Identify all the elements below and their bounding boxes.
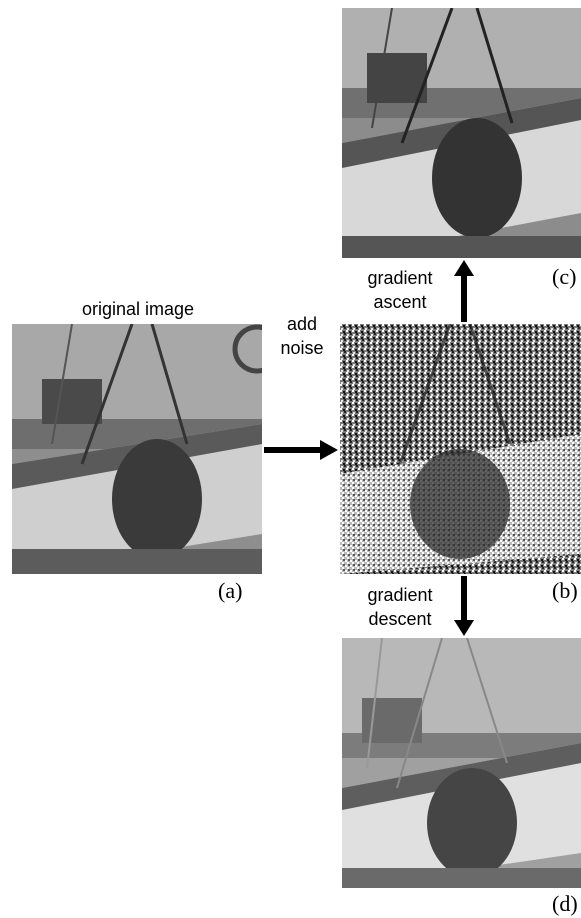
- down-arrow-icon: [454, 576, 474, 636]
- gradient-descent-image: [342, 638, 581, 888]
- caption-c: (c): [552, 264, 577, 289]
- gradient-ascent-line-2: ascent: [373, 292, 427, 312]
- add-noise-line-1: add: [286, 314, 318, 334]
- add-noise-line-2: noise: [280, 338, 324, 358]
- gradient-descent-label: gradient descent: [355, 583, 445, 631]
- caption-a: (a): [218, 578, 243, 603]
- noisy-image: [340, 324, 581, 574]
- gradient-descent-line-2: descent: [368, 609, 432, 629]
- caption-b: (b): [552, 578, 578, 603]
- caption-d: (d): [552, 891, 578, 916]
- gradient-ascent-image: [342, 8, 581, 258]
- up-arrow-icon: [454, 260, 474, 322]
- gradient-ascent-line-1: gradient: [367, 268, 433, 288]
- original-image-label: original image: [81, 299, 195, 319]
- right-arrow-icon: [264, 440, 338, 460]
- add-noise-label: add noise: [272, 312, 332, 360]
- original-image: [12, 324, 262, 574]
- gradient-descent-line-1: gradient: [367, 585, 433, 605]
- gradient-ascent-label: gradient ascent: [355, 266, 445, 314]
